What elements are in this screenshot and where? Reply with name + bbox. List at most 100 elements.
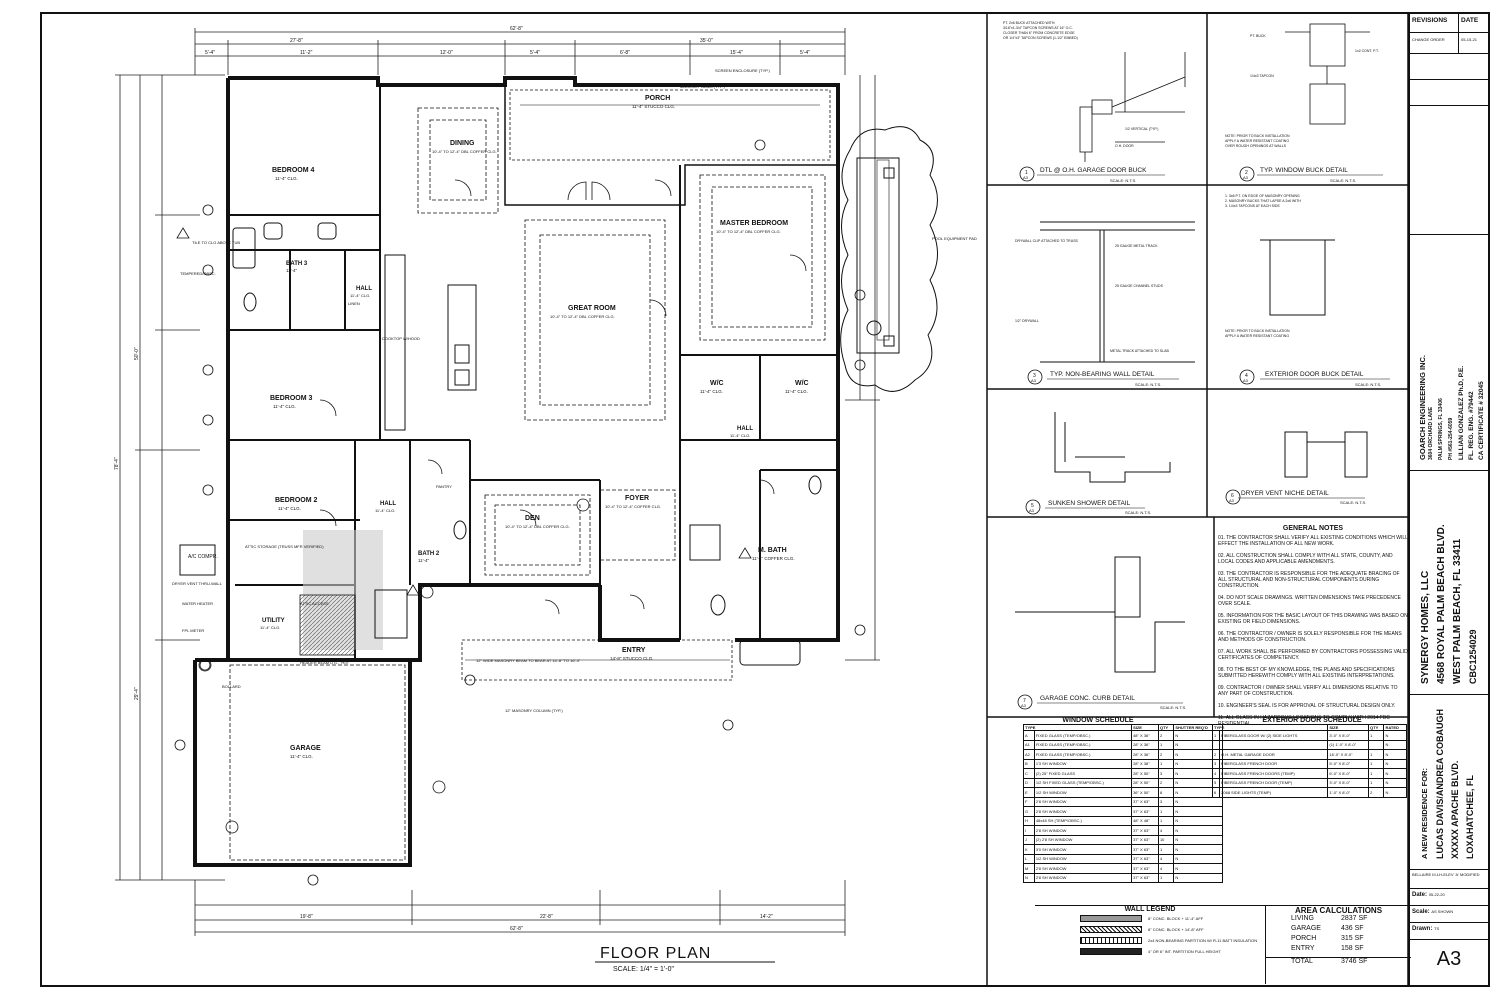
door-schedule-cell: FIBERGLASS FRENCH DOORS (TEMP) xyxy=(1219,768,1329,779)
wall-legend-item: 8" CONC. BLOCK + 11'-4" AFF xyxy=(1035,913,1265,924)
window-schedule-cell: N xyxy=(1173,796,1223,807)
window-schedule-cell: 37" X 63" xyxy=(1131,853,1159,864)
window-schedule-cell: 2 xyxy=(1157,730,1175,741)
bath-fixtures xyxy=(232,222,822,666)
project-line: A NEW RESIDENCE FOR: xyxy=(1420,768,1429,859)
linen-label: LINEN xyxy=(348,301,360,306)
detail-1-sheet: A3 xyxy=(1023,175,1029,180)
wall-legend-label: 8" CONC. BLOCK + 11'-4" AFF xyxy=(1148,916,1204,921)
svg-text:62'-8": 62'-8" xyxy=(510,26,523,32)
engineer-line: GOARCH ENGINEERING INC. xyxy=(1418,354,1427,460)
general-note-item: 02. ALL CONSTRUCTION SHALL COMPLY WITH A… xyxy=(1218,553,1393,565)
pantry-label: PANTRY xyxy=(436,484,452,489)
detail-7-num: 7 xyxy=(1023,698,1026,704)
general-note-item: 08. TO THE BEST OF MY KNOWLEDGE, THE PLA… xyxy=(1218,667,1395,679)
svg-text:APPLY A WATER RESISTANT COATIN: APPLY A WATER RESISTANT COATING xyxy=(1225,139,1289,143)
svg-text:78'-4": 78'-4" xyxy=(114,457,120,470)
detail-2-sheet: A3 xyxy=(1243,175,1249,180)
door-schedule-cell: 2068 SIDE LIGHTS (TEMP) xyxy=(1219,787,1329,798)
bedroom4-size: 11'-4" CLG. xyxy=(275,176,298,181)
door-schedule-cell: 1 xyxy=(1368,777,1385,788)
general-note-item: 10. ENGINEER'S SEAL IS FOR APPROVAL OF S… xyxy=(1218,703,1396,709)
window-schedule-cell: 1 xyxy=(1157,739,1175,750)
general-note-item: 01. THE CONTRACTOR SHALL VERIFY ALL EXIS… xyxy=(1218,535,1408,547)
detail-6-bubble xyxy=(1225,489,1241,505)
left-dimension-lines xyxy=(115,74,225,881)
project-line: LUCAS DAVIS/ANDREA COBAUGH xyxy=(1435,708,1445,859)
general-notes-list: 01. THE CONTRACTOR SHALL VERIFY ALL EXIS… xyxy=(1218,535,1408,727)
svg-text:METAL TRACK ATTACHED TO SLAB: METAL TRACK ATTACHED TO SLAB xyxy=(1110,349,1169,353)
masonry-column-note: 12" MASONRY COLUMN (TYP.) xyxy=(505,708,563,713)
doors xyxy=(319,179,807,615)
dimension-labels: 62'-8" 27'-8" 35'-0" 5'-4" 11'-2" 12'-0"… xyxy=(114,26,810,932)
engineer-line: 3604 ORCHARD LANE xyxy=(1428,406,1434,460)
dryer-vent-note: DRYER VENT THRU-WALL xyxy=(172,581,223,586)
svg-text:1. 3x6 P.T. ON EDGE OF MASONRY: 1. 3x6 P.T. ON EDGE OF MASONRY OPENING xyxy=(1225,194,1300,198)
tempered-note: TEMPERED/OBSC. xyxy=(180,271,216,276)
bath3-name: BATH 3 xyxy=(286,261,308,267)
door-schedule-cell: N xyxy=(1383,758,1407,769)
detail-1-num: 1 xyxy=(1025,170,1028,176)
svg-text:1/4x3 TAPCON: 1/4x3 TAPCON xyxy=(1250,74,1274,78)
door-schedule-cell: 6 xyxy=(1211,787,1221,798)
window-schedule-cell: 2'8 SH WINDOW xyxy=(1033,825,1133,836)
window-schedule-cell: 2'8 SH WINDOW xyxy=(1033,863,1133,874)
window-schedule-cell: 4 xyxy=(1157,863,1175,874)
engineer-block: GOARCH ENGINEERING INC.3604 ORCHARD LANE… xyxy=(1410,234,1488,471)
engineer-line: CA CERTIFICATE # 32045 xyxy=(1478,381,1485,460)
drawing-title: FLOOR PLAN xyxy=(600,945,711,962)
garage-size: 11'-4" CLG. xyxy=(290,754,313,759)
svg-text:1x2 CONT. P.T.: 1x2 CONT. P.T. xyxy=(1355,49,1379,53)
hall3-name: HALL xyxy=(737,426,753,432)
den-note: 10'-4" TO 12'-4" DBL COFFER CLG. xyxy=(505,524,570,529)
door-schedule-cell: N xyxy=(1383,787,1407,798)
bath2-name: BATH 2 xyxy=(418,551,440,557)
wall-legend-label: 8" CONC. BLOCK + 14'-8" AFF xyxy=(1148,927,1204,932)
hall2-name: HALL xyxy=(380,501,396,507)
svg-text:62'-8": 62'-8" xyxy=(510,926,523,932)
meta-block: Date: 05-22-20 Scale: AS SHOWN Drawn: TS… xyxy=(1410,888,1488,971)
window-schedule-cell: 3 xyxy=(1157,768,1175,779)
detail-1-title: DTL @ O.H. GARAGE DOOR BUCK xyxy=(1040,167,1147,174)
svg-text:PT. BUCK: PT. BUCK xyxy=(1250,34,1266,38)
window-schedule-cell: N xyxy=(1173,853,1223,864)
svg-text:1/2" DRYWALL: 1/2" DRYWALL xyxy=(1015,319,1039,323)
door-schedule-cell: 3'-0" X 8'-0" xyxy=(1327,730,1370,741)
wic2-name: W/C xyxy=(795,380,809,387)
door-schedule-cell: 2 xyxy=(1211,749,1221,760)
door-schedule-cell xyxy=(1211,739,1221,750)
door-schedule-cell: 3 xyxy=(1211,758,1221,769)
door-schedule-cell: 6'-0" X 8'-0" xyxy=(1327,768,1370,779)
client-line: WEST PALM BEACH, FL 33411 xyxy=(1452,538,1463,684)
door-schedule-cell: 2 xyxy=(1368,787,1385,798)
area-calc-value: 158 SF xyxy=(1341,945,1364,952)
svg-text:DRYWALL CLIP ATTACHED TO TRUSS: DRYWALL CLIP ATTACHED TO TRUSS xyxy=(1015,239,1079,243)
area-calc-label: PORCH xyxy=(1291,935,1317,942)
detail-7-bubble xyxy=(1017,694,1033,710)
detail-5-num: 5 xyxy=(1031,503,1034,509)
wic1-name: W/C xyxy=(710,380,724,387)
window-schedule-cell: N xyxy=(1023,872,1035,883)
ac-pad xyxy=(179,544,216,576)
bedroom3-name: BEDROOM 3 xyxy=(270,395,313,402)
svg-text:5'-4": 5'-4" xyxy=(530,50,540,56)
date-key: Date: xyxy=(1412,892,1428,898)
door-schedule-header: TYPE xyxy=(1211,724,1329,731)
section-markers xyxy=(198,498,590,834)
bollard-note: BOLLARD xyxy=(222,684,241,689)
svg-text:6'-8": 6'-8" xyxy=(620,50,630,56)
window-schedule-cell: 1 xyxy=(1157,872,1175,883)
door-schedule-row: (1) 1'-0" X 8'-0"N xyxy=(1211,739,1407,750)
general-note-item: 03. THE CONTRACTOR IS RESPONSIBLE FOR TH… xyxy=(1218,571,1400,589)
window-schedule-cell: 8 xyxy=(1157,787,1175,798)
door-schedule-cell: FIBERGLASS FRENCH DOOR (TEMP) xyxy=(1219,777,1329,788)
